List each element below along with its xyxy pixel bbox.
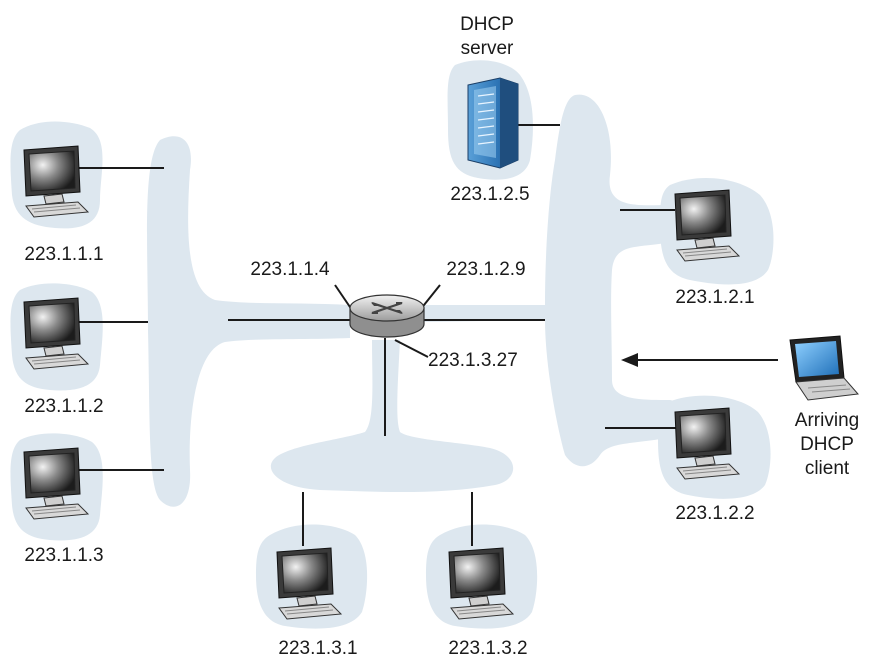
server-label-line2: server <box>461 38 514 59</box>
server-label-line1: DHCP <box>460 14 514 35</box>
host-223-1-2-2 <box>674 407 740 480</box>
host-label-223-1-3-2: 223.1.3.2 <box>448 638 527 659</box>
desktop-computer-icon <box>674 189 740 262</box>
router-ip-left: 223.1.1.4 <box>250 259 330 280</box>
host-label-223-1-2-1: 223.1.2.1 <box>675 287 754 308</box>
host-223-1-2-1 <box>674 189 740 262</box>
laptop-icon <box>789 335 860 401</box>
host-label-223-1-3-1: 223.1.3.1 <box>278 638 357 659</box>
host-label-223-1-1-2: 223.1.1.2 <box>24 396 103 417</box>
desktop-computer-icon <box>276 547 342 620</box>
router-icon <box>349 294 425 338</box>
host-label-223-1-2-2: 223.1.2.2 <box>675 503 754 524</box>
client-label-line3: client <box>805 458 850 479</box>
desktop-computer-icon <box>23 297 89 370</box>
router-ip-bottom: 223.1.3.27 <box>428 350 518 371</box>
host-label-223-1-1-1: 223.1.1.1 <box>24 244 103 265</box>
client-arrow <box>621 353 778 367</box>
host-223-1-1-2 <box>23 297 89 370</box>
client-label-line2: DHCP <box>800 434 854 455</box>
host-223-1-1-1 <box>23 145 89 218</box>
server-ip-label: 223.1.2.5 <box>450 184 529 205</box>
server-tower-icon <box>467 77 519 169</box>
host-223-1-3-1 <box>276 547 342 620</box>
router-ip-right: 223.1.2.9 <box>446 259 525 280</box>
desktop-computer-icon <box>23 447 89 520</box>
host-223-1-1-3 <box>23 447 89 520</box>
host-223-1-3-2 <box>448 547 514 620</box>
desktop-computer-icon <box>448 547 514 620</box>
host-label-223-1-1-3: 223.1.1.3 <box>24 545 103 566</box>
network-links <box>78 124 676 546</box>
desktop-computer-icon <box>23 145 89 218</box>
client-label-line1: Arriving <box>795 410 859 431</box>
desktop-computer-icon <box>674 407 740 480</box>
